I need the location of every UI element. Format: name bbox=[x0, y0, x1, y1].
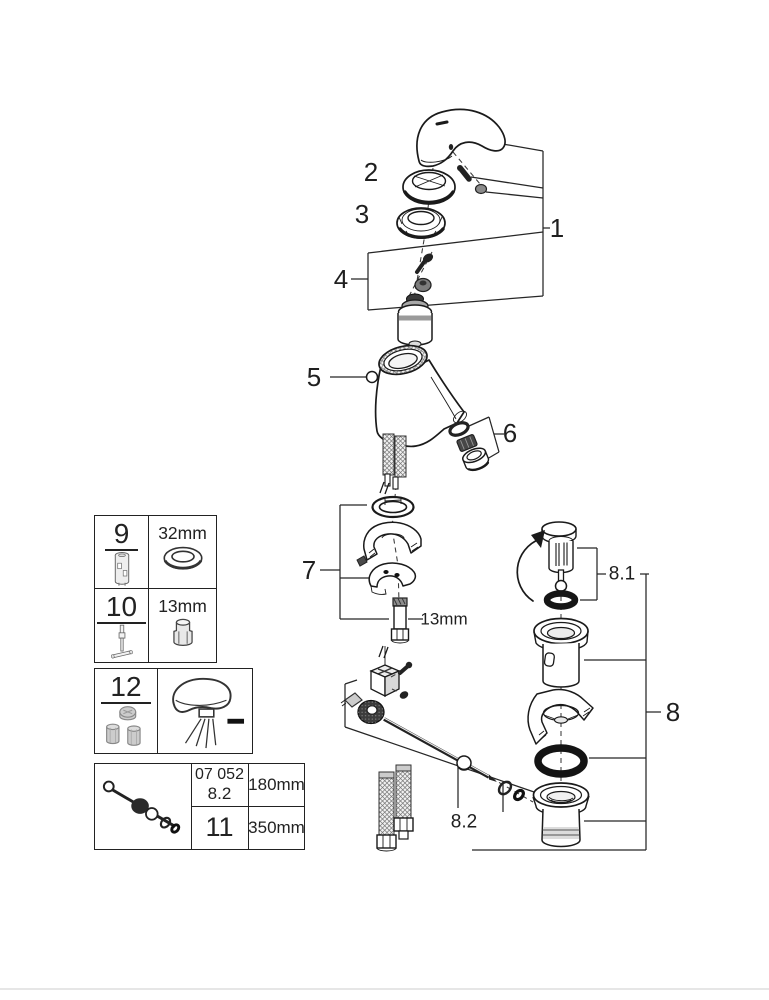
hex-socket-nut-icon bbox=[172, 618, 193, 646]
callout-lines-part6 bbox=[468, 416, 504, 460]
rod-ring bbox=[497, 780, 513, 796]
base-o-ring bbox=[371, 495, 415, 519]
tool-9-number: 9 bbox=[104, 519, 139, 552]
rod-item-cell bbox=[95, 764, 192, 849]
tool-legend-box: 9 32mm 10 bbox=[94, 515, 217, 663]
supply-hoses-upper bbox=[379, 433, 407, 495]
tool-10-cell: 10 bbox=[95, 589, 149, 662]
aerator-legend-box: 12 bbox=[94, 668, 253, 754]
aerator-insert bbox=[456, 434, 478, 452]
rod-ball bbox=[456, 755, 472, 771]
handle-cap-ring bbox=[402, 169, 456, 205]
rod-length-180-cell: 180mm bbox=[248, 774, 305, 794]
callout-lines-part8-1 bbox=[577, 547, 649, 601]
mounting-ring bbox=[396, 207, 446, 240]
popup-rod-assembly bbox=[340, 661, 525, 802]
aerator-housing-cap bbox=[462, 447, 490, 472]
rod-length-350-cell: 350mm bbox=[248, 817, 305, 837]
body-side-plug bbox=[365, 370, 379, 384]
rod-length-table: 07 052 8.2 180mm 11 350mm bbox=[94, 763, 305, 850]
callout-stud-size: 13mm bbox=[420, 609, 468, 629]
aerator-12-cell: 12 bbox=[95, 669, 158, 753]
rod-seal-ring bbox=[513, 788, 525, 802]
tool-9-cell: 9 bbox=[95, 516, 149, 589]
break-marks bbox=[379, 481, 390, 495]
rod-table-ref-1-cell: 07 052 8.2 bbox=[191, 764, 249, 806]
rod-end-cone bbox=[344, 692, 363, 708]
hose-nut bbox=[393, 817, 414, 832]
mounting-socket-tool-icon bbox=[114, 552, 129, 587]
cartridge bbox=[397, 293, 433, 348]
drain-wedge bbox=[527, 688, 594, 745]
part-32mm-size: 32mm bbox=[158, 523, 207, 543]
prod-code: 07 052 bbox=[195, 765, 244, 783]
popup-plug bbox=[541, 521, 579, 610]
callout-8: 8 bbox=[665, 697, 681, 727]
aerator-washer bbox=[448, 421, 470, 437]
t-socket-wrench-tool-icon bbox=[110, 625, 133, 659]
callout-2: 2 bbox=[363, 157, 379, 187]
part-13mm-size: 13mm bbox=[158, 596, 207, 616]
callout-8-1: 8.1 bbox=[608, 563, 636, 585]
spout-spray-cell bbox=[158, 669, 252, 753]
callout-5: 5 bbox=[306, 362, 322, 392]
ring-nut-icon bbox=[162, 546, 203, 570]
plug-o-ring bbox=[543, 590, 579, 610]
drain-tailpiece bbox=[532, 782, 590, 848]
aerator-12-number: 12 bbox=[101, 672, 151, 705]
callout-lines-part7 bbox=[320, 504, 423, 620]
rod-ref-11-cell: 11 bbox=[191, 806, 249, 849]
cartridge-screw bbox=[415, 253, 434, 274]
hose-nut bbox=[376, 834, 397, 849]
threaded-stud bbox=[378, 597, 410, 659]
cartridge-dome-nut bbox=[414, 277, 432, 293]
minus-flow-symbol bbox=[227, 718, 245, 724]
aerator-kit bbox=[448, 421, 490, 472]
mounting-horseshoe-plate bbox=[363, 521, 422, 561]
mounting-clamp bbox=[356, 555, 417, 595]
callout-1: 1 bbox=[549, 213, 565, 243]
page-bottom-rule bbox=[0, 988, 769, 990]
callout-lines-part1 bbox=[470, 142, 550, 296]
supply-hoses-lower bbox=[376, 764, 414, 852]
rod-table-values: 07 052 8.2 180mm 11 350mm bbox=[191, 764, 305, 849]
drain-flange bbox=[533, 617, 589, 688]
popup-rod bbox=[383, 717, 490, 779]
callout-6: 6 bbox=[502, 418, 518, 448]
drain-o-ring bbox=[534, 744, 588, 778]
callout-4: 4 bbox=[333, 264, 349, 294]
part-32mm-cell: 32mm bbox=[149, 516, 216, 589]
faucet-body bbox=[365, 344, 467, 448]
part-13mm-cell: 13mm bbox=[149, 589, 216, 662]
callout-7: 7 bbox=[301, 555, 317, 585]
rotate-arrow bbox=[516, 530, 545, 602]
clamp-screw-2 bbox=[399, 691, 409, 699]
callout-3: 3 bbox=[354, 199, 370, 229]
lever-handle bbox=[416, 108, 506, 168]
rod-ref-8-2: 8.2 bbox=[207, 784, 232, 804]
callout-lines-part8 bbox=[472, 574, 661, 851]
callout-box-part4 bbox=[351, 231, 544, 311]
callout-8-2: 8.2 bbox=[450, 811, 478, 833]
spout-spray-with-regulator-icon bbox=[172, 677, 245, 749]
pop-up-rod-assembly-icon bbox=[102, 780, 181, 834]
handle-set-screw bbox=[457, 165, 488, 195]
tool-10-number: 10 bbox=[96, 592, 147, 625]
aerator-insert-parts-icon bbox=[106, 706, 141, 747]
break-marks bbox=[378, 645, 389, 659]
